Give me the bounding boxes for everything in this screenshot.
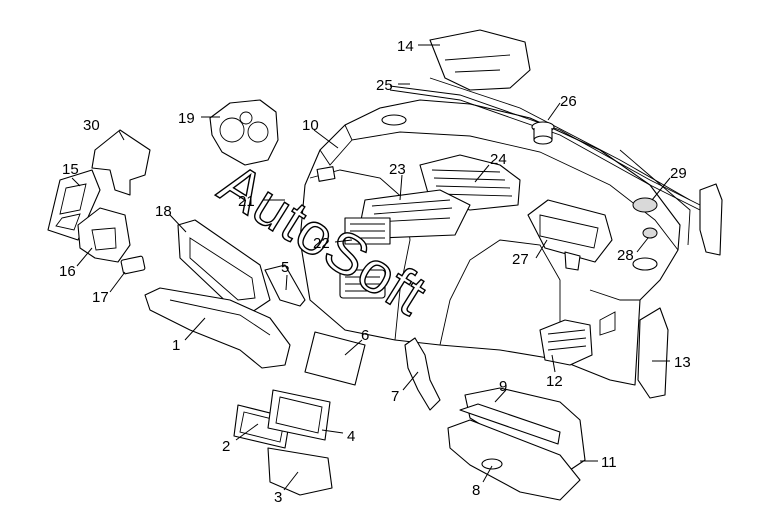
- callout-11: 11: [601, 454, 617, 471]
- callout-4: 4: [347, 428, 355, 445]
- callout-28: 28: [617, 247, 634, 264]
- callout-18: 18: [155, 203, 172, 220]
- callout-25: 25: [376, 77, 393, 94]
- instrument-cluster: [209, 99, 279, 166]
- callout-8: 8: [472, 482, 480, 499]
- callout-24: 24: [490, 151, 507, 168]
- right-vent: [539, 319, 593, 366]
- lower-panel-1: [144, 287, 291, 369]
- callout-27: 27: [512, 251, 529, 268]
- control-panel-4: [267, 389, 331, 441]
- display-unit: [527, 199, 613, 271]
- center-vent-panel: [339, 154, 521, 299]
- callout-17: 17: [92, 289, 109, 306]
- callout-13: 13: [674, 354, 691, 371]
- plate-6: [304, 331, 366, 386]
- round-grille-large: [632, 197, 658, 213]
- leader-lines: [71, 44, 671, 491]
- round-grille-small: [642, 227, 658, 239]
- callout-30: 30: [83, 117, 100, 134]
- panel-3: [267, 447, 333, 496]
- trim-frame-18: [177, 219, 271, 313]
- callout-23: 23: [389, 161, 406, 178]
- callout-14: 14: [397, 38, 414, 55]
- callout-1: 1: [172, 337, 180, 354]
- clip-17: [120, 255, 146, 275]
- curved-trim-7: [404, 337, 441, 411]
- callout-15: 15: [62, 161, 79, 178]
- callout-29: 29: [670, 165, 687, 182]
- bracket-30: [91, 129, 151, 196]
- callout-26: 26: [560, 93, 577, 110]
- vent-outlet-left: [381, 114, 407, 126]
- callout-19: 19: [178, 110, 195, 127]
- callout-12: 12: [546, 373, 563, 390]
- callout-10: 10: [302, 117, 319, 134]
- callout-2: 2: [222, 438, 230, 455]
- callout-7: 7: [391, 388, 399, 405]
- callout-labels: 1 2 3 4 5 6 7 8 9 10 11 12 13 14 15 16 1…: [59, 38, 691, 506]
- callout-3: 3: [274, 489, 282, 506]
- callout-5: 5: [281, 259, 289, 276]
- callout-6: 6: [361, 327, 369, 344]
- callout-22: 22: [313, 235, 330, 252]
- vent-outlet-right: [632, 257, 658, 271]
- crossmember-beam: [389, 29, 723, 256]
- panel-15: [47, 169, 101, 241]
- callout-9: 9: [499, 378, 507, 395]
- end-panel-right: [637, 307, 669, 399]
- callout-16: 16: [59, 263, 76, 280]
- glove-box-assembly: [447, 387, 586, 501]
- round-plug: [531, 121, 555, 145]
- strip-5: [264, 264, 306, 307]
- callout-21: 21: [238, 193, 255, 210]
